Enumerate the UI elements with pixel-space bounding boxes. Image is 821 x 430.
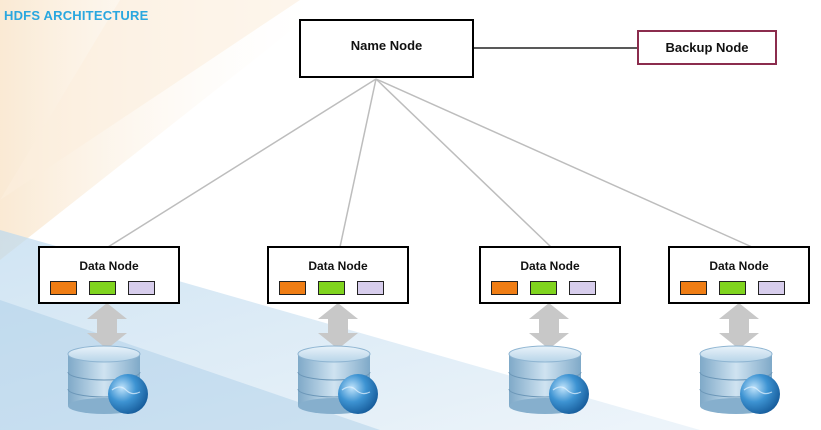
data-block-lavender xyxy=(569,281,596,295)
database-icon xyxy=(508,345,589,414)
namenode-connectors xyxy=(107,78,753,248)
data-node-label: Data Node xyxy=(520,259,580,273)
data-node-3: Data Node xyxy=(479,246,621,304)
globe-icon xyxy=(549,374,589,414)
data-node-label: Data Node xyxy=(79,259,139,273)
data-node-2: Data Node xyxy=(267,246,409,304)
data-block-lavender xyxy=(758,281,785,295)
database-icon xyxy=(297,345,378,414)
data-node-label: Data Node xyxy=(709,259,769,273)
data-node-1: Data Node xyxy=(38,246,180,304)
data-block-green xyxy=(719,281,746,295)
data-block-lavender xyxy=(128,281,155,295)
database-icon xyxy=(67,345,148,414)
data-block-green xyxy=(530,281,557,295)
diagram-title: HDFS ARCHITECTURE xyxy=(4,8,149,23)
backup-node-label: Backup Node xyxy=(665,40,749,55)
data-block-orange xyxy=(279,281,306,295)
data-node-4: Data Node xyxy=(668,246,810,304)
backup-node: Backup Node xyxy=(637,30,777,65)
globe-icon xyxy=(740,374,780,414)
data-block-lavender xyxy=(357,281,384,295)
globe-icon xyxy=(338,374,378,414)
data-block-green xyxy=(318,281,345,295)
data-block-orange xyxy=(50,281,77,295)
database-icon xyxy=(699,345,780,414)
data-block-green xyxy=(89,281,116,295)
globe-icon xyxy=(108,374,148,414)
name-node-label: Name Node xyxy=(350,38,423,53)
name-node: Name Node xyxy=(299,19,474,78)
data-node-label: Data Node xyxy=(308,259,368,273)
data-block-orange xyxy=(491,281,518,295)
data-block-orange xyxy=(680,281,707,295)
double-arrow-icon xyxy=(87,303,759,349)
